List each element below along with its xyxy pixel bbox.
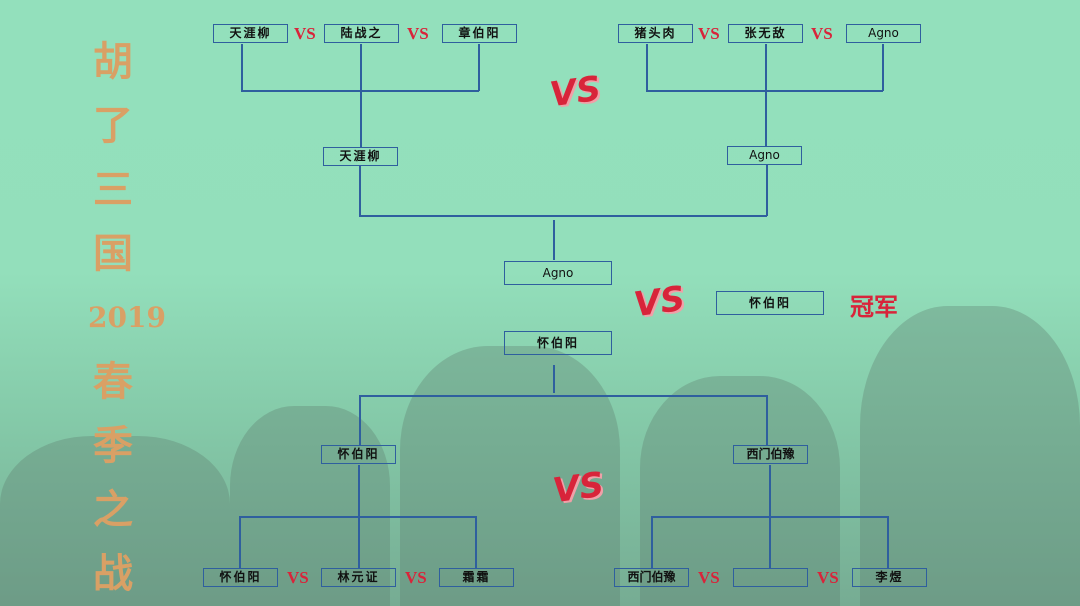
vs-label: VS bbox=[405, 568, 427, 587]
title-character: 之 bbox=[93, 486, 133, 533]
player-box: 猪头肉 bbox=[618, 24, 693, 43]
bracket-line bbox=[475, 516, 477, 568]
finalist-box: 怀伯阳 bbox=[504, 331, 612, 355]
title-character: 胡 bbox=[93, 38, 133, 85]
vs-label: VS bbox=[698, 568, 720, 587]
event-title: 胡了三国 2019 春季之战 bbox=[88, 30, 166, 606]
title-character: 2019 bbox=[88, 301, 166, 334]
bracket-line bbox=[646, 90, 883, 92]
bracket-line bbox=[478, 44, 480, 91]
bracket-line bbox=[882, 44, 884, 91]
vs-label: VS bbox=[811, 24, 833, 43]
bracket-line bbox=[553, 365, 555, 393]
vs-emblem: VS bbox=[631, 278, 688, 326]
vs-emblem: VS bbox=[550, 464, 607, 512]
player-box: 章伯阳 bbox=[442, 24, 517, 43]
title-character: 三 bbox=[93, 166, 133, 213]
bracket-line bbox=[766, 395, 768, 445]
background-silhouette bbox=[0, 436, 230, 606]
group-winner-box: 怀伯阳 bbox=[321, 445, 396, 464]
bracket-line bbox=[241, 44, 243, 91]
player-box: 林元证 bbox=[321, 568, 396, 587]
player-box: 霜霜 bbox=[439, 568, 514, 587]
title-character: 国 bbox=[93, 230, 133, 277]
vs-label: VS bbox=[407, 24, 429, 43]
bracket-line bbox=[766, 165, 768, 216]
bracket-line bbox=[651, 516, 888, 518]
bracket-line bbox=[887, 516, 889, 568]
bracket-line bbox=[241, 90, 479, 92]
champion-label: 冠军 bbox=[850, 293, 898, 321]
bracket-line bbox=[765, 44, 767, 147]
title-character: 季 bbox=[93, 422, 133, 469]
player-box: 张无敌 bbox=[728, 24, 803, 43]
bracket-line bbox=[239, 516, 241, 568]
player-box: Agno bbox=[846, 24, 921, 43]
bracket-line bbox=[239, 516, 476, 518]
player-box: 怀伯阳 bbox=[203, 568, 278, 587]
bracket-line bbox=[359, 395, 361, 445]
bracket-line bbox=[359, 215, 767, 217]
bracket-line bbox=[360, 44, 362, 147]
group-winner-box: Agno bbox=[727, 146, 802, 165]
title-character: 战 bbox=[93, 550, 133, 597]
vs-label: VS bbox=[294, 24, 316, 43]
title-character: 春 bbox=[93, 358, 133, 405]
background-silhouette bbox=[400, 346, 620, 606]
background-silhouette bbox=[860, 306, 1080, 606]
champion-box: 怀伯阳 bbox=[716, 291, 824, 315]
vs-label: VS bbox=[817, 568, 839, 587]
finalist-box: Agno bbox=[504, 261, 612, 285]
vs-label: VS bbox=[698, 24, 720, 43]
player-box: 陆战之 bbox=[324, 24, 399, 43]
group-winner-box: 西门伯豫 bbox=[733, 445, 808, 464]
player-box: 李煜 bbox=[852, 568, 927, 587]
background-silhouette bbox=[230, 406, 390, 606]
title-character: 了 bbox=[93, 102, 133, 149]
group-winner-box: 天涯柳 bbox=[323, 147, 398, 166]
bracket-line bbox=[651, 516, 653, 568]
bracket-line bbox=[553, 220, 555, 260]
bracket-line bbox=[646, 44, 648, 91]
background-silhouette bbox=[640, 376, 840, 606]
vs-label: VS bbox=[287, 568, 309, 587]
player-box: 天涯柳 bbox=[213, 24, 288, 43]
vs-emblem: VS bbox=[547, 68, 604, 116]
player-box: 西门伯豫 bbox=[614, 568, 689, 587]
bracket-line bbox=[359, 166, 361, 216]
bracket-line bbox=[359, 395, 767, 397]
player-box-empty bbox=[733, 568, 808, 587]
